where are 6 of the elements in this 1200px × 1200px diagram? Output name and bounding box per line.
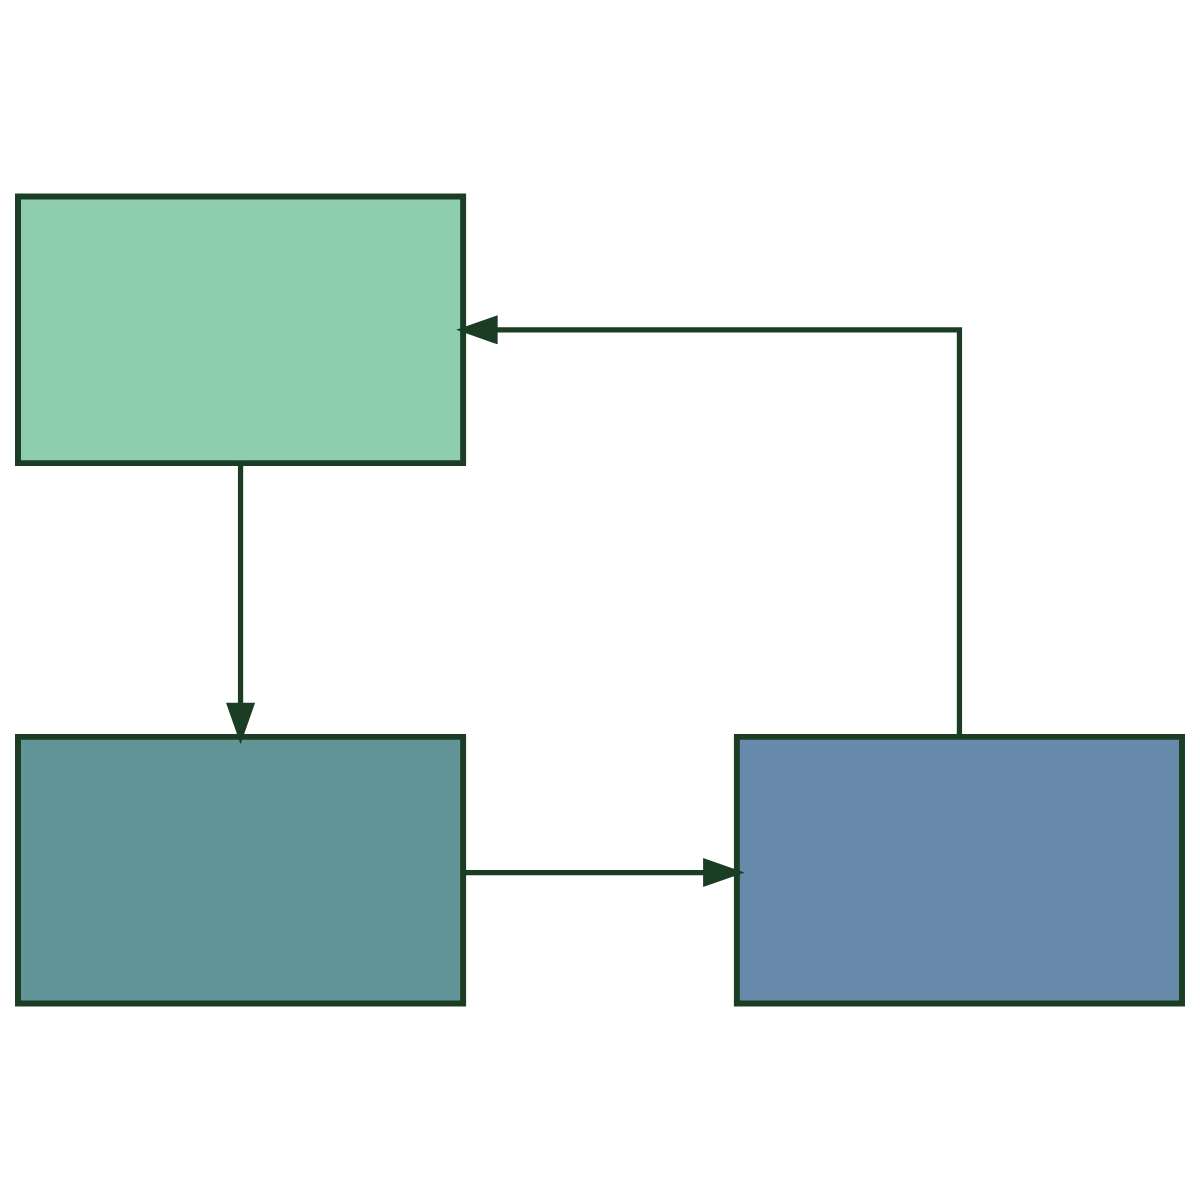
arrow <box>464 858 745 888</box>
node-box <box>733 733 1185 1007</box>
arrow <box>226 463 256 745</box>
node-box <box>15 733 467 1007</box>
node-box <box>15 193 467 467</box>
arrow <box>456 315 963 737</box>
